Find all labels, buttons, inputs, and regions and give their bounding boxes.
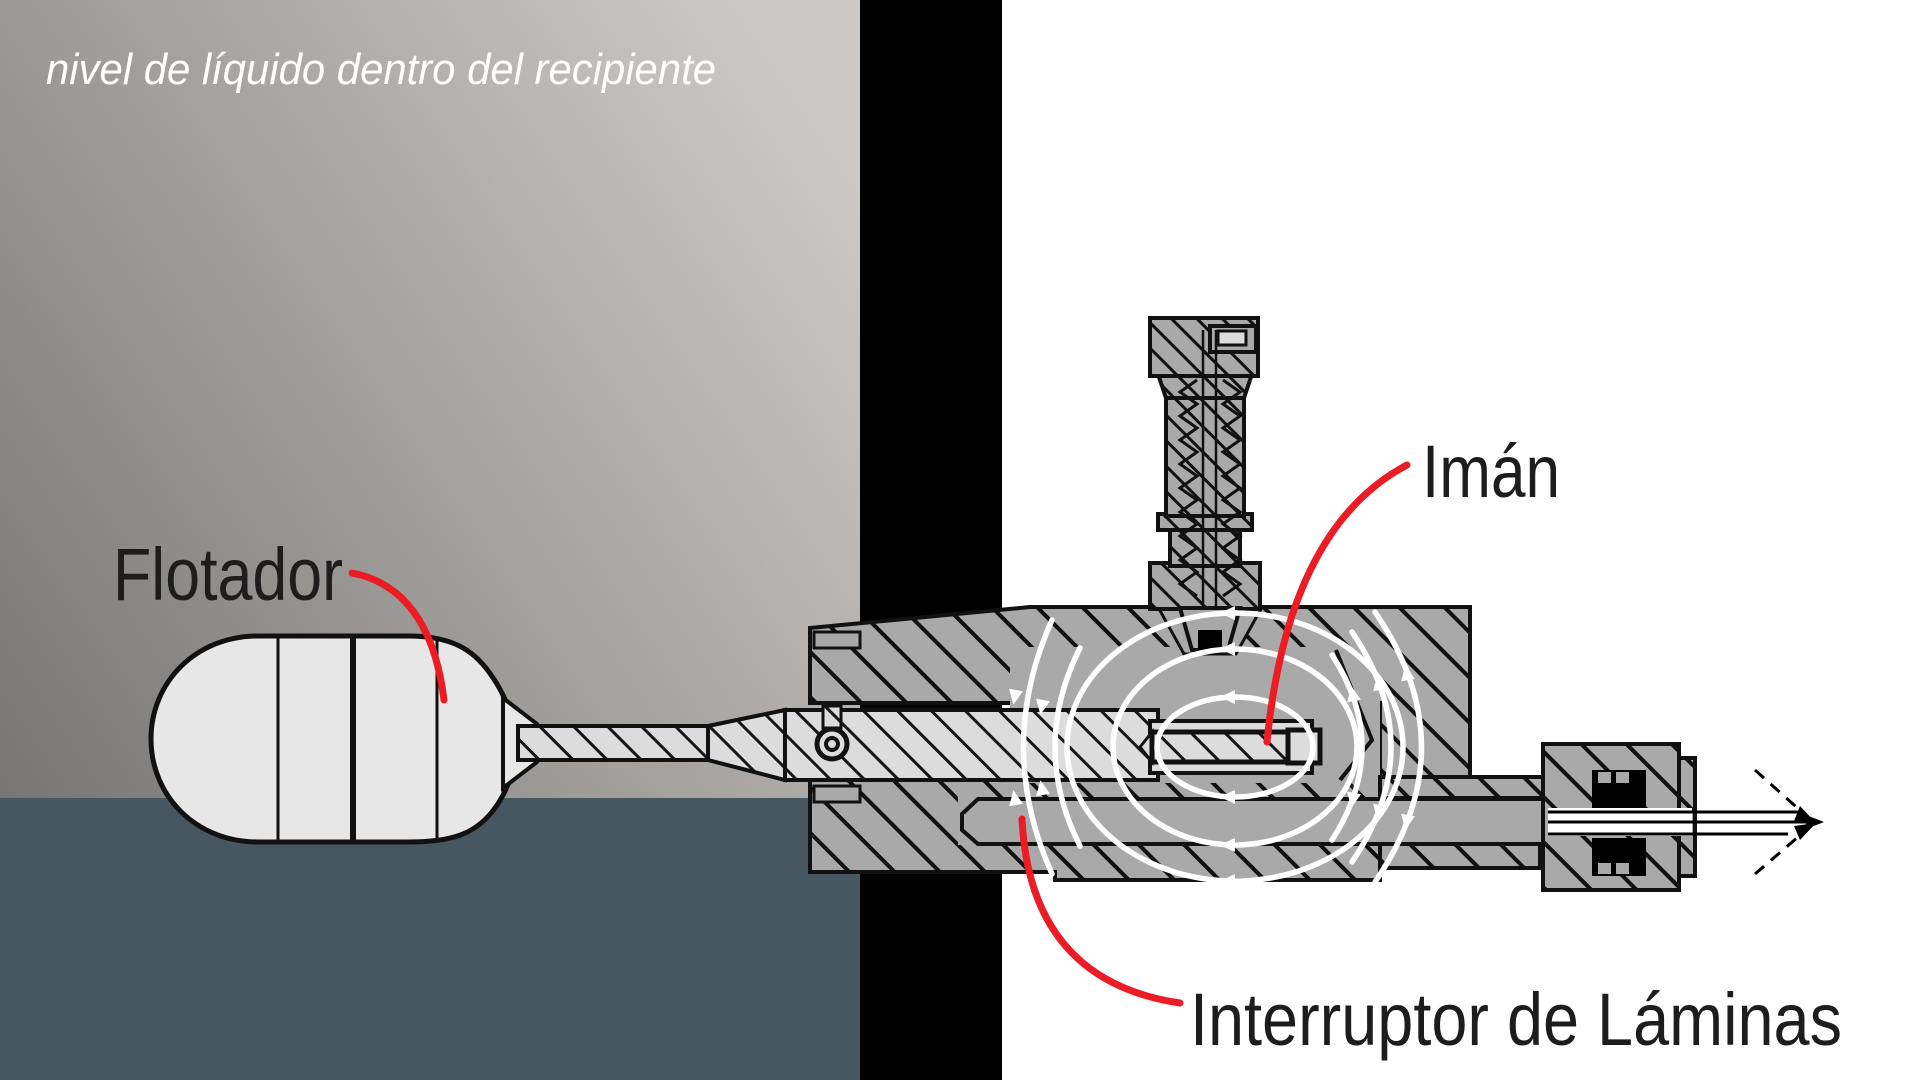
housing-notch-top (812, 630, 862, 650)
field-arrow (1220, 606, 1235, 620)
field-arc-right-3 (1372, 609, 1425, 885)
cable-gland (1541, 742, 1824, 892)
field-arrow (1220, 790, 1235, 804)
liquid-level (0, 798, 860, 1080)
seal-top-square-2 (1616, 772, 1629, 783)
reed-switch-rod (960, 797, 1545, 846)
label-reed-switch: Interruptor de Láminas (1190, 978, 1842, 1061)
housing-flange-top (1378, 775, 1545, 800)
cable-dash-arrow-lower (1794, 823, 1816, 840)
rod-pin-key (821, 704, 843, 730)
outside-area (1002, 0, 1920, 1080)
caption-liquid-level: nivel de líquido dentro del recipiente (46, 45, 716, 94)
field-arrowheads (1009, 606, 1415, 888)
tank-wall (860, 0, 1002, 1080)
field-arrow (1220, 874, 1235, 888)
stem-base (1148, 561, 1262, 611)
field-arrow (1373, 803, 1387, 820)
callout-float (348, 569, 448, 704)
stem-tip-seat (1198, 630, 1222, 652)
field-arrow (1401, 813, 1415, 830)
seal-bottom-square-2 (1616, 863, 1629, 874)
field-arrow (1347, 791, 1361, 808)
field-arrow (1009, 688, 1023, 705)
cable-dash-arrow-upper (1794, 806, 1816, 823)
stem-cap-nut-inner (1216, 329, 1248, 347)
housing-notch-bottom (812, 784, 862, 804)
float-body (148, 633, 518, 845)
field-arrow (1009, 790, 1023, 807)
stem-barrel-upper (1164, 394, 1246, 518)
rod-pivot-pin-center (824, 736, 840, 752)
field-arrow (1401, 665, 1415, 682)
stem-spring-right (1220, 378, 1243, 598)
field-arrow (1036, 698, 1050, 715)
field-arrow (1220, 690, 1235, 704)
field-arc-left-2 (1020, 617, 1055, 877)
float-rod-thin (516, 724, 710, 762)
housing-flange-bottom (1378, 841, 1542, 870)
label-magnet: Imán (1422, 430, 1560, 513)
callout-lines (348, 461, 1411, 1007)
field-arrow (1347, 686, 1361, 703)
callout-reed-switch (1018, 815, 1184, 1007)
field-arc-left-1 (1052, 645, 1083, 849)
label-float: Flotador (113, 533, 343, 616)
field-arrow (1220, 642, 1235, 656)
field-arrow (1373, 675, 1387, 692)
field-arc-right-2 (1349, 629, 1394, 865)
magnetic-field-lines (1009, 606, 1425, 888)
seal-bottom-square-1 (1598, 863, 1611, 874)
field-arrow (1220, 838, 1235, 852)
rod-pivot-pin (814, 726, 850, 762)
callout-magnet (1263, 461, 1411, 746)
field-arrow (1036, 780, 1050, 797)
text-labels: nivel de líquido dentro del recipiente F… (46, 45, 1842, 1061)
seal-top-square-1 (1598, 772, 1611, 783)
float-assembly (148, 633, 1160, 845)
adjustment-stem (1148, 316, 1265, 656)
magnet-assembly (1138, 719, 1323, 775)
stem-spring-left (1177, 378, 1200, 598)
field-arc-right-1 (1329, 652, 1365, 843)
